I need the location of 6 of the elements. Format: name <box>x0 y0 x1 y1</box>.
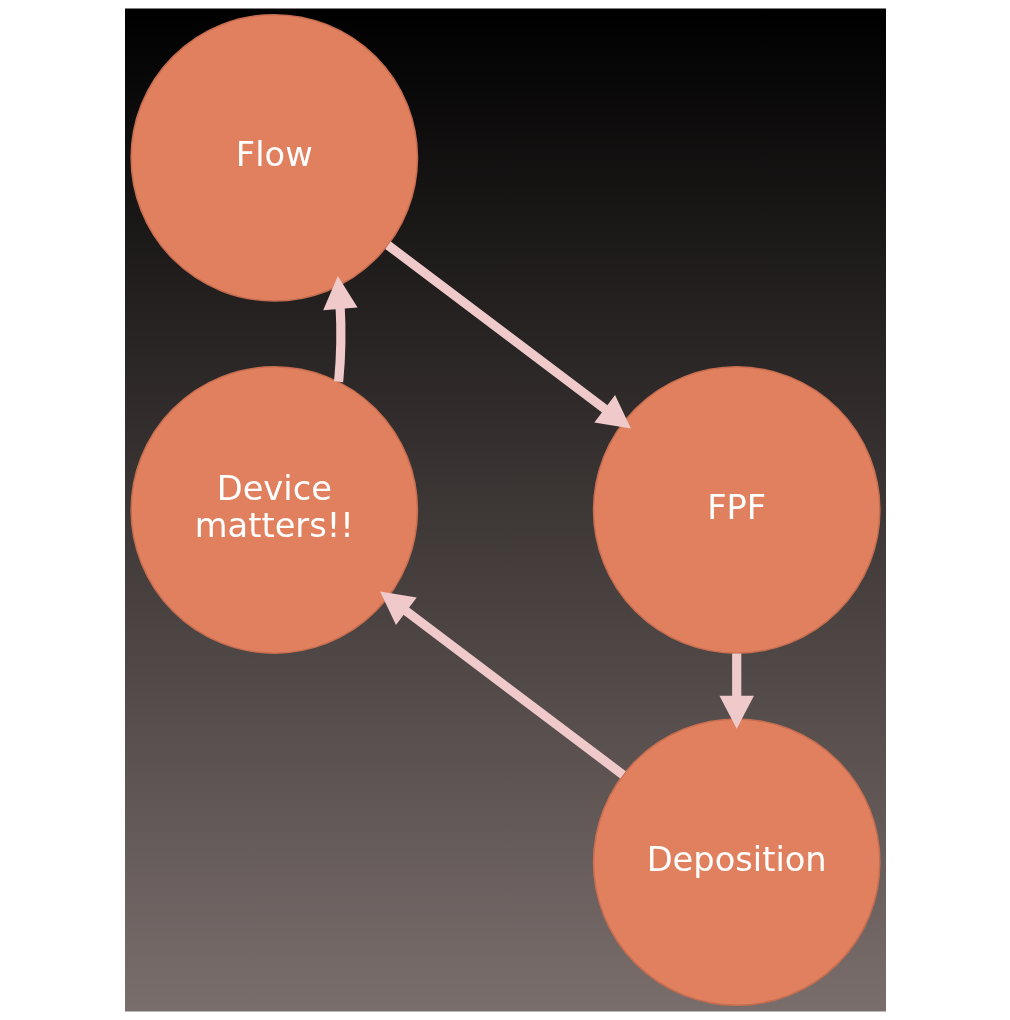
arrow <box>379 591 626 779</box>
node-circle: Deposition <box>592 718 881 1007</box>
node-circle: Flow <box>129 13 418 302</box>
arrow <box>384 241 631 429</box>
arrow <box>322 276 358 383</box>
arrow <box>718 653 754 729</box>
